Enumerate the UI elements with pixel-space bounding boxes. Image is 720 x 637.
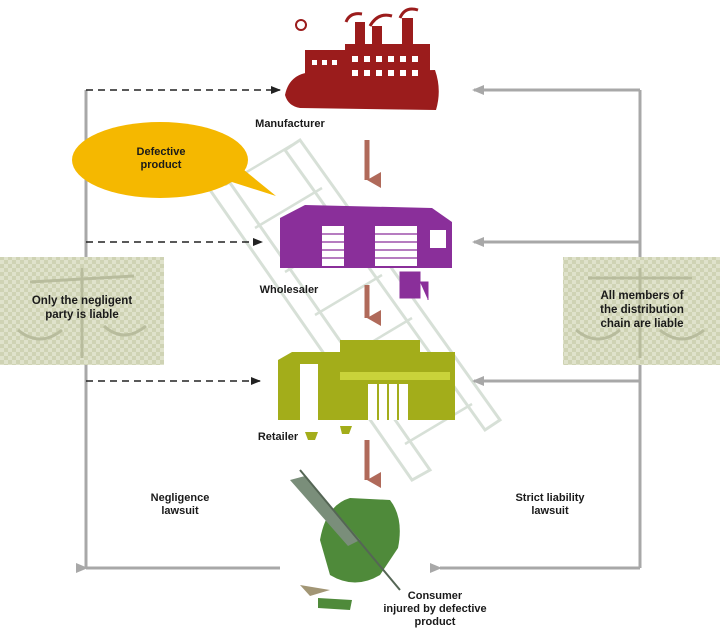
- left-scale-panel: [0, 257, 164, 365]
- injured-consumer-icon: [290, 469, 401, 610]
- factory-icon: [285, 7, 439, 110]
- warehouse-icon: [280, 205, 452, 300]
- store-icon: [278, 340, 455, 440]
- ladder-graphic: [207, 137, 503, 482]
- defective-product-callout: [72, 122, 276, 198]
- strict-liability-lawsuit-label: Strict liability lawsuit: [515, 492, 585, 517]
- retailer-label: Retailer: [257, 431, 299, 443]
- consumer-label: Consumer injured by defective product: [383, 590, 487, 628]
- callout-text: Defective product: [136, 146, 186, 171]
- wholesaler-label: Wholesaler: [259, 284, 319, 296]
- right-scale-text: All members of the distribution chain ar…: [600, 290, 684, 330]
- manufacturer-label: Manufacturer: [255, 118, 325, 130]
- negligence-lawsuit-label: Negligence lawsuit: [150, 492, 210, 517]
- right-scale-panel: [563, 257, 720, 365]
- left-scale-text: Only the negligent party is liable: [31, 295, 133, 321]
